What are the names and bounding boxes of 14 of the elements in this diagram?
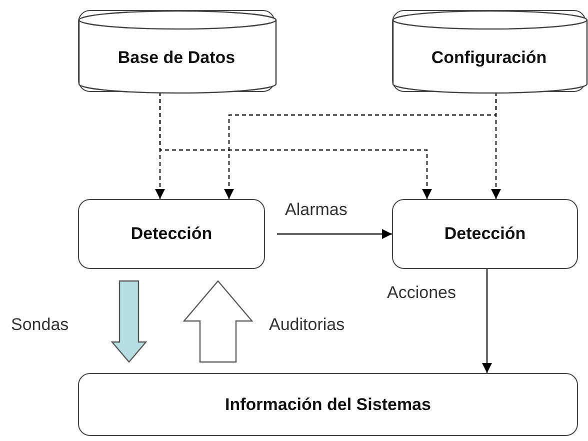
process-box <box>78 199 265 269</box>
arrow <box>482 269 492 373</box>
process-box <box>78 373 578 436</box>
node-label: Configuración <box>431 48 547 68</box>
node-label: Base de Datos <box>118 48 236 68</box>
block-arrow <box>182 280 254 363</box>
dashed-arrow <box>159 92 432 199</box>
node-label: Información del Sistemas <box>225 394 431 414</box>
process-box <box>392 199 578 269</box>
block-arrow <box>110 280 148 363</box>
dashed-arrow <box>491 92 501 199</box>
node-label: Detección <box>130 224 212 244</box>
arrow <box>277 229 392 239</box>
node-label: Detección <box>444 224 526 244</box>
